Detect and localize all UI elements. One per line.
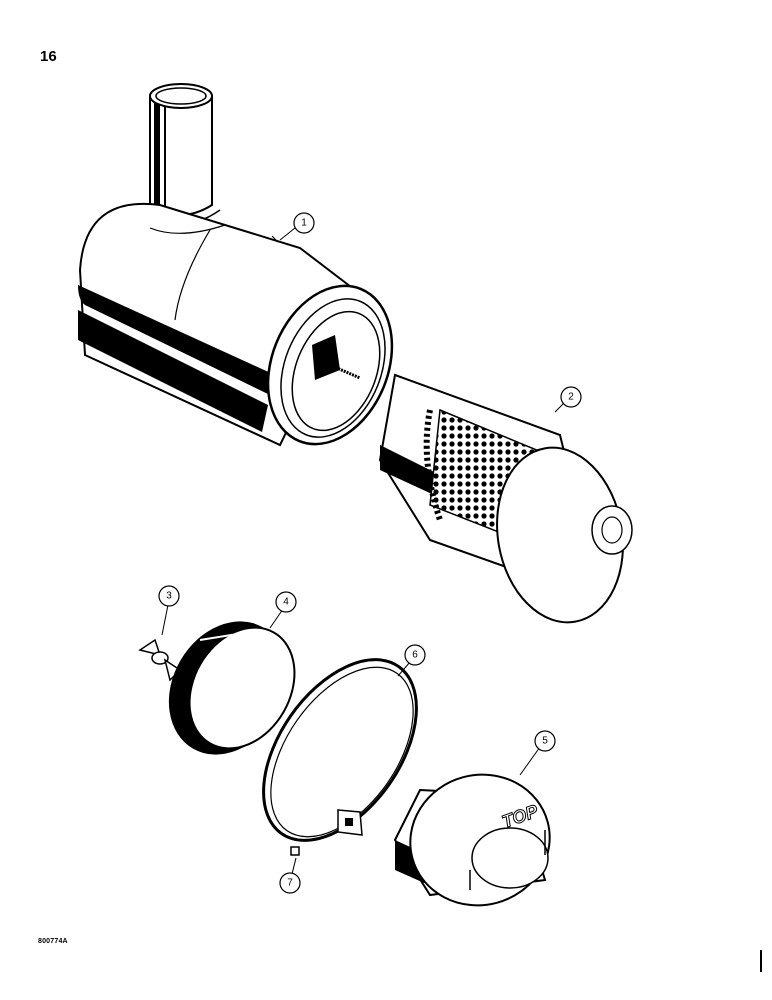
filter-element xyxy=(378,373,633,624)
cover: TOP xyxy=(393,773,551,907)
callout-3-label: 3 xyxy=(166,591,172,602)
callout-6: 6 xyxy=(404,644,426,666)
callout-5: 5 xyxy=(534,730,556,752)
callout-7-label: 7 xyxy=(287,878,293,889)
callout-1-label: 1 xyxy=(301,218,307,229)
wing-nut xyxy=(138,638,182,682)
air-cleaner-housing xyxy=(78,83,394,447)
callout-7: 7 xyxy=(279,872,301,894)
callout-4: 4 xyxy=(275,591,297,613)
callout-6-label: 6 xyxy=(412,650,418,661)
edge-mark xyxy=(760,950,762,972)
callout-4-label: 4 xyxy=(283,597,289,608)
callout-2: 2 xyxy=(560,386,582,408)
figure-code: 800774A xyxy=(38,938,68,945)
dust-cap xyxy=(168,621,296,755)
callout-3: 3 xyxy=(158,585,180,607)
callout-5-label: 5 xyxy=(542,736,548,747)
page-number: 16 xyxy=(40,48,57,65)
callout-1: 1 xyxy=(293,212,315,234)
callout-2-label: 2 xyxy=(568,392,574,403)
clamp-band xyxy=(262,658,418,842)
small-nut xyxy=(290,846,300,856)
